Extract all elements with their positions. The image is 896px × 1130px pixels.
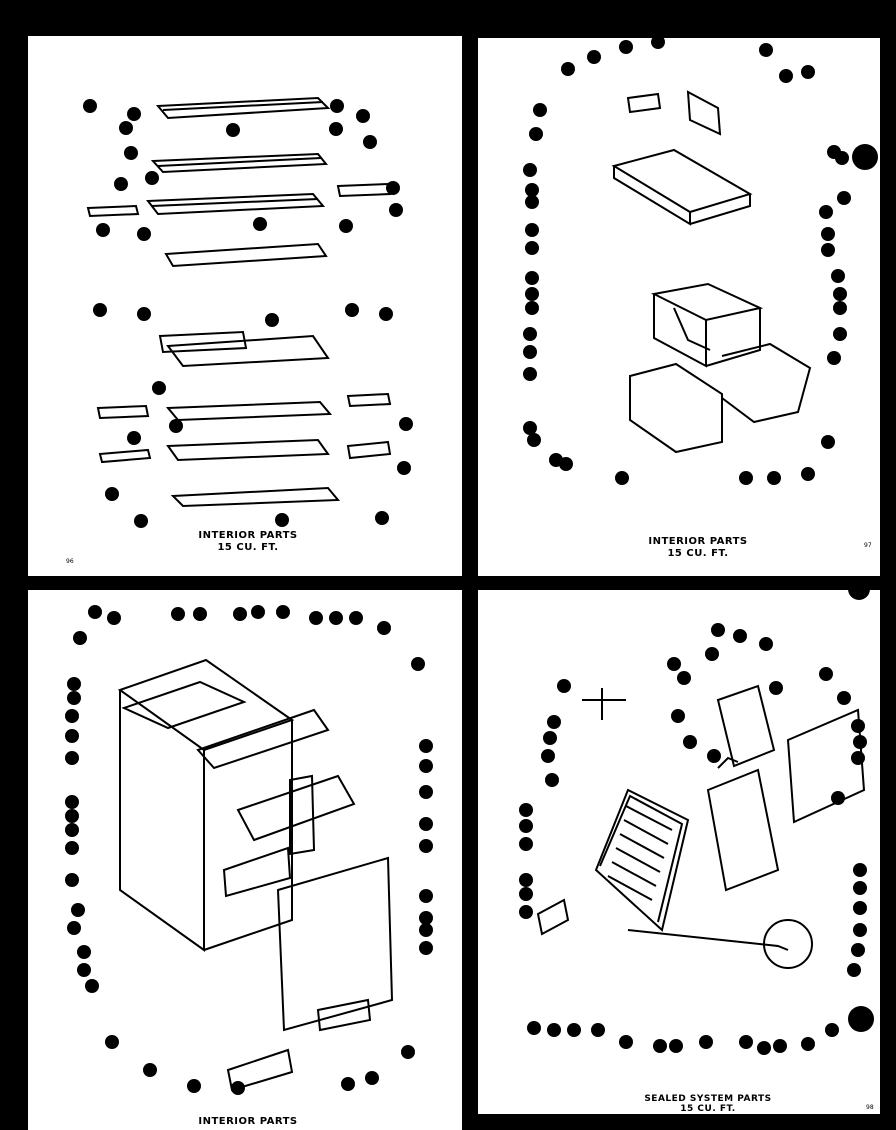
caption-line-1: SEALED SYSTEM PARTS [644, 1094, 772, 1104]
caption-bottom-left: INTERIOR PARTS [178, 1116, 318, 1128]
sealed-system-parts-diagram-panel: SEALED SYSTEM PARTS 15 CU. FT. 98 [478, 590, 880, 1114]
interior-parts-diagram-panel-1: INTERIOR PARTS 15 CU. FT. 96 [28, 36, 462, 576]
punch-hole-mark [852, 144, 878, 170]
interior-parts-diagram-panel-3: INTERIOR PARTS [28, 590, 462, 1130]
sealed-system-exploded-drawing [519, 623, 867, 1055]
caption-line-1: INTERIOR PARTS [648, 536, 748, 547]
interior-parts-exploded-drawing-2 [523, 38, 851, 485]
punch-hole-mark [848, 1006, 874, 1032]
interior-parts-exploded-drawing-3 [65, 605, 433, 1095]
caption-bottom-right-text: SEALED SYSTEM PARTS 15 CU. FT. [628, 1094, 788, 1114]
interior-parts-exploded-drawing-1 [83, 96, 413, 528]
page-number: 96 [66, 558, 74, 565]
page-number: 98 [866, 1104, 874, 1111]
caption-line-1: INTERIOR PARTS [198, 1116, 298, 1127]
interior-parts-diagram-panel-2: INTERIOR PARTS 15 CU. FT. 97 [478, 38, 880, 576]
caption-line-2: 15 CU. FT. [680, 1104, 736, 1114]
caption-top-right: INTERIOR PARTS 15 CU. FT. [628, 536, 768, 560]
punch-hole-mark [848, 578, 870, 600]
caption-top-left: INTERIOR PARTS 15 CU. FT. [178, 530, 318, 554]
caption-line-2: 15 CU. FT. [667, 548, 729, 559]
caption-line-1: INTERIOR PARTS [198, 530, 298, 541]
caption-line-2: 15 CU. FT. [217, 542, 279, 553]
page-number: 97 [864, 542, 872, 549]
